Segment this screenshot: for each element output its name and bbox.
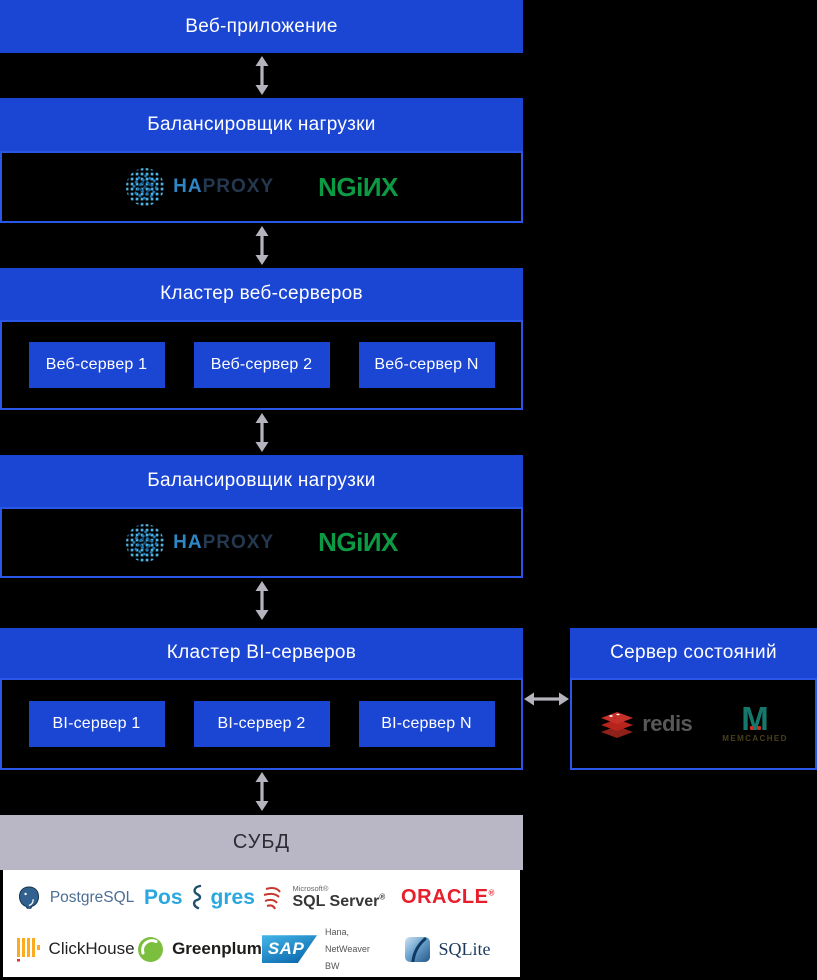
dbms-body: PostgreSQL Pos gres Microsoft® SQL [3, 870, 520, 977]
clickhouse-wordmark: ClickHouse [48, 939, 135, 959]
memcached-dots-icon [749, 725, 761, 730]
web-server-2-box: Веб-сервер 2 [193, 342, 330, 388]
memcached-logo: M MEMCACHED [722, 700, 788, 743]
haproxy-proxy-text: PROXY [202, 531, 275, 553]
vertical-arrow-icon [255, 56, 269, 95]
postgresql-logo: PostgreSQL [13, 885, 137, 911]
sap-netweaver-text: NetWeaver BW [325, 943, 370, 971]
sqlserver-name-text: SQL Server [292, 893, 380, 911]
oracle-text: ORACLE [401, 886, 489, 909]
memcached-m-icon: M [741, 700, 769, 738]
clickhouse-bars-icon [16, 937, 40, 962]
redis-logo: redis [599, 708, 693, 740]
load-balancer-body: HAPROXY NGiИX [0, 507, 523, 578]
web-cluster-block: Кластер веб-серверов Веб-сервер 1 Веб-се… [0, 268, 523, 410]
sqlite-wordmark: SQLite [438, 938, 491, 959]
sap-hana-text: Hana, [325, 926, 350, 937]
vertical-arrow-icon [255, 226, 269, 265]
web-cluster-title: Кластер веб-серверов [0, 268, 523, 320]
memcached-wordmark: MEMCACHED [722, 733, 788, 743]
web-cluster-body: Веб-сервер 1 Веб-сервер 2 Веб-сервер N [0, 320, 523, 410]
vertical-arrow-icon [255, 413, 269, 452]
postgresql-elephant-icon [18, 886, 39, 909]
web-app-title: Веб-приложение [0, 0, 523, 53]
bi-cluster-block: Кластер BI-серверов BI-сервер 1 BI-серве… [0, 628, 523, 770]
bi-server-2-box: BI-сервер 2 [193, 701, 330, 747]
haproxy-wordmark: HAPROXY [173, 532, 274, 554]
greenplum-logo: Greenplum [137, 936, 262, 963]
nginx-logo: NGiИX [318, 171, 398, 202]
haproxy-ha-text: HA [173, 531, 203, 553]
nginx-logo: NGiИX [318, 527, 398, 557]
state-server-block: Сервер состояний redis M [570, 628, 817, 770]
postgres-text-pre: Pos [144, 885, 183, 909]
state-server-title: Сервер состояний [570, 628, 817, 678]
sqlite-logo: SQLite [386, 936, 510, 962]
bi-server-n-box: BI-сервер N [358, 701, 495, 747]
load-balancer-body: HAPROXY NGiИX [0, 151, 523, 223]
horizontal-arrow-icon [524, 692, 569, 706]
postgres-elephant-curl-icon [192, 885, 201, 910]
postgresql-wordmark: PostgreSQL [49, 888, 135, 906]
web-server-n-box: Веб-сервер N [358, 342, 495, 388]
sap-wordmark: SAP [267, 939, 305, 959]
sqlserver-swirl-icon [264, 886, 282, 910]
oracle-wordmark: ORACLE® [401, 886, 495, 909]
bi-cluster-title: Кластер BI-серверов [0, 628, 523, 678]
haproxy-logo: HAPROXY [125, 167, 274, 207]
sap-products-text: Hana, NetWeaver BW [325, 924, 386, 975]
web-server-1-box: Веб-сервер 1 [28, 342, 165, 388]
haproxy-ha-text: HA [173, 176, 203, 197]
greenplum-wordmark: Greenplum [172, 939, 262, 959]
load-balancer-1-block: Балансировщик нагрузки HAPROXY NGiИX [0, 98, 523, 223]
microsoft-text: Microsoft® [292, 883, 329, 893]
haproxy-wordmark: HAPROXY [173, 176, 274, 198]
vertical-arrow-icon [255, 581, 269, 620]
dbms-block: СУБД PostgreSQL Pos gres [0, 815, 523, 977]
haproxy-icon [126, 168, 165, 206]
sqlserver-trademark: ® [379, 892, 386, 902]
sqlserver-wordmark: SQL Server® [292, 893, 385, 911]
bi-cluster-body: BI-сервер 1 BI-сервер 2 BI-сервер N [0, 678, 523, 770]
load-balancer-2-block: Балансировщик нагрузки HAPROXY NGiИX [0, 455, 523, 578]
load-balancer-title: Балансировщик нагрузки [0, 455, 523, 507]
oracle-logo: ORACLE® [386, 886, 510, 909]
sap-icon: SAP [261, 935, 318, 964]
load-balancer-title: Балансировщик нагрузки [0, 98, 523, 151]
redis-icon [601, 711, 634, 738]
postgres-logo: Pos gres [137, 884, 262, 911]
dbms-title: СУБД [0, 815, 523, 870]
haproxy-icon [126, 523, 165, 562]
state-server-body: redis M MEMCACHED [570, 678, 817, 770]
redis-wordmark: redis [642, 710, 693, 736]
bi-server-1-box: BI-сервер 1 [28, 701, 165, 747]
haproxy-logo: HAPROXY [125, 523, 274, 563]
sap-logo: SAP Hana, NetWeaver BW [261, 924, 386, 975]
postgres-text-post: gres [210, 885, 255, 909]
clickhouse-logo: ClickHouse [13, 937, 137, 962]
haproxy-proxy-text: PROXY [202, 176, 275, 197]
oracle-trademark: ® [488, 888, 495, 898]
sqlserver-logo: Microsoft® SQL Server® [262, 883, 386, 911]
greenplum-circle-icon [138, 936, 164, 962]
web-app-block: Веб-приложение [0, 0, 523, 53]
sqlite-icon [405, 936, 431, 962]
vertical-arrow-icon [255, 772, 269, 811]
